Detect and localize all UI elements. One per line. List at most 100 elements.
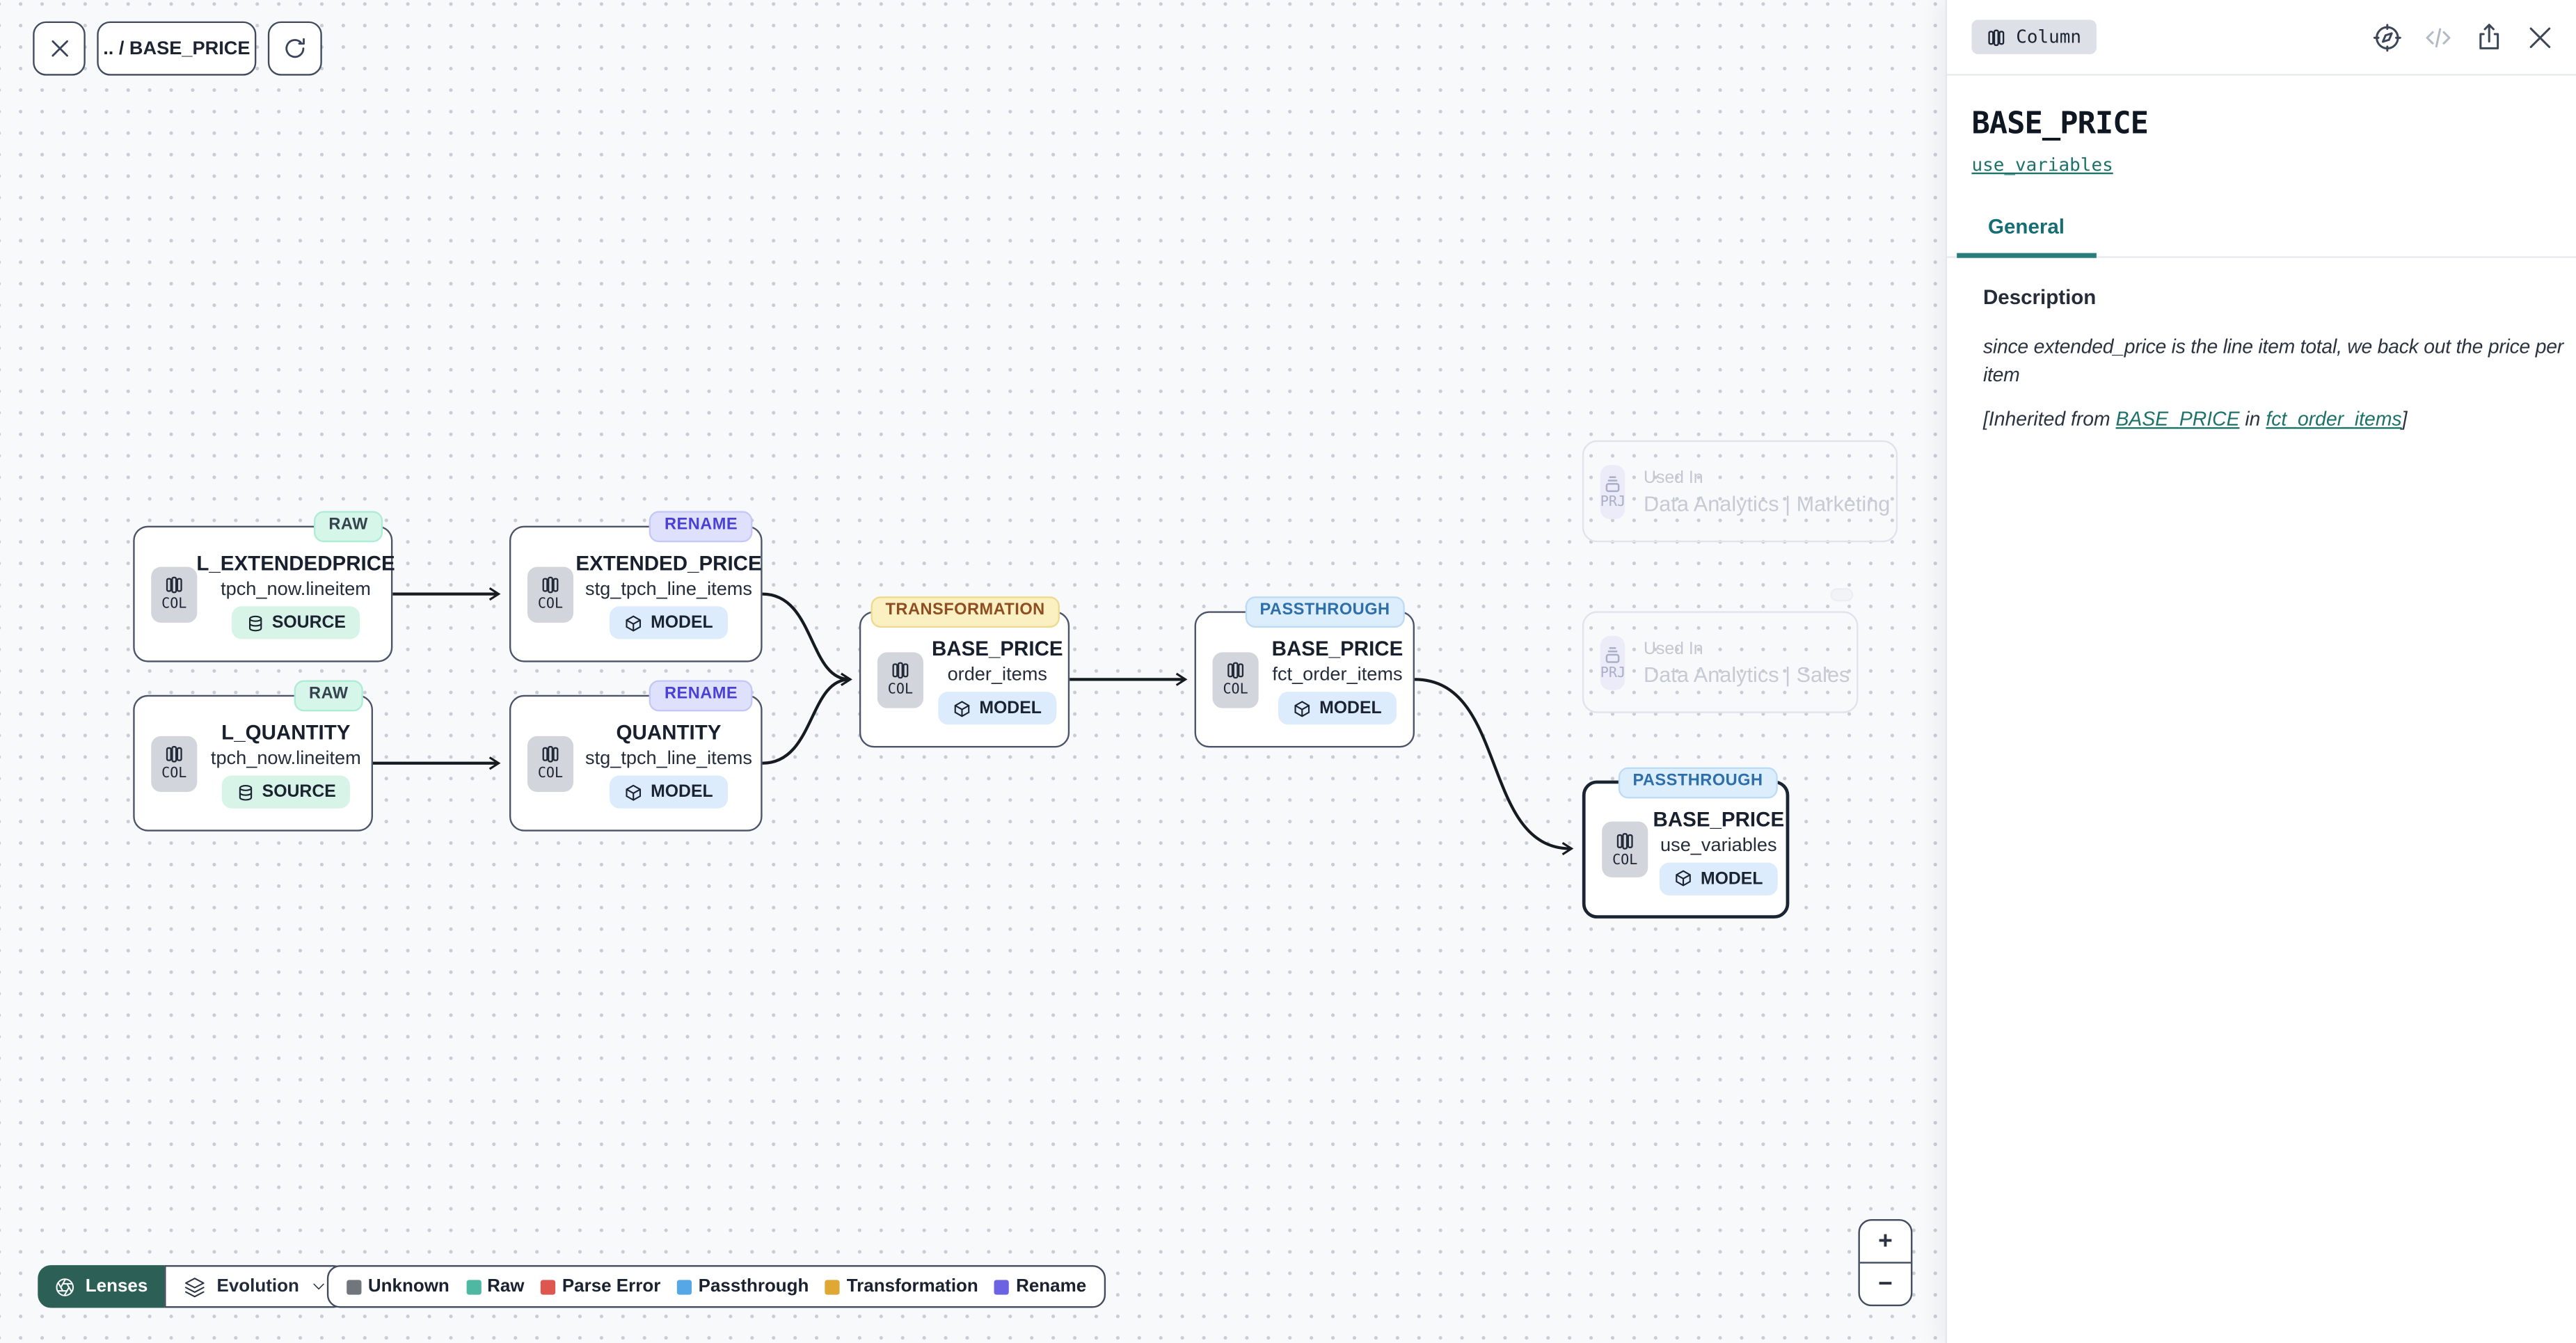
close-icon [51, 40, 67, 57]
column-type-label: COL [537, 596, 564, 613]
chip-label: MODEL [651, 781, 713, 802]
node-subtitle: stg_tpch_line_items [585, 580, 753, 600]
cube-icon [1676, 870, 1691, 887]
lineage-node[interactable]: PASSTHROUGH COL BASE_PRICE fct_order_ite… [1194, 596, 1415, 748]
evolution-badge: RAW [294, 680, 363, 712]
columns-icon [542, 576, 559, 594]
ghost-badge [1830, 588, 1854, 602]
refresh-button[interactable] [267, 21, 322, 76]
project-type-box: PRJ [1600, 635, 1626, 690]
columns-icon [166, 576, 182, 594]
node-title: QUANTITY [616, 721, 722, 745]
zoom-in-button[interactable]: + [1859, 1221, 1911, 1264]
database-icon [248, 614, 262, 631]
compass-icon [2373, 23, 2401, 51]
node-title: BASE_PRICE [1271, 637, 1404, 661]
columns-icon [892, 662, 909, 679]
chip-label: MODEL [1700, 868, 1763, 889]
columns-icon [1616, 832, 1633, 849]
chip-label: MODEL [979, 698, 1042, 718]
model-chip: MODEL [1659, 861, 1778, 895]
close-panel-button[interactable] [2525, 22, 2555, 52]
lens-selected-label: Evolution [216, 1276, 299, 1296]
evolution-legend: Unknown Raw Parse Error Passthrough Tran… [326, 1265, 1106, 1308]
cube-icon [626, 784, 642, 800]
node-subtitle: use_variables [1660, 835, 1777, 856]
column-type-label: COL [887, 681, 914, 699]
legend-item: Unknown [347, 1277, 450, 1296]
lineage-node[interactable]: RENAME COL QUANTITY stg_tpch_line_items … [509, 680, 763, 832]
archive-icon [1606, 475, 1620, 491]
cube-icon [954, 700, 970, 717]
breadcrumb[interactable]: .. / BASE_PRICE [97, 21, 257, 76]
evolution-badge: PASSTHROUGH [1618, 767, 1778, 799]
legend-swatch-unknown [347, 1279, 362, 1294]
compass-button[interactable] [2373, 22, 2403, 52]
close-icon [2529, 26, 2551, 47]
source-chip: SOURCE [230, 606, 361, 639]
node-title: EXTENDED_PRICE [575, 552, 762, 575]
share-button[interactable] [2474, 22, 2504, 52]
edge [762, 672, 852, 765]
refresh-icon [285, 38, 305, 58]
used-in-label: Used In [1644, 638, 1703, 658]
model-chip: MODEL [938, 692, 1057, 725]
panel-content: Description since extended_price is the … [1947, 258, 2576, 430]
zoom-controls: + − [1858, 1219, 1913, 1307]
lineage-node[interactable]: RAW COL L_EXTENDEDPRICE tpch_now.lineite… [133, 511, 395, 662]
model-link[interactable]: use_variables [1971, 154, 2113, 176]
column-type-label: COL [1223, 681, 1248, 699]
legend-swatch-parse-error [541, 1279, 556, 1294]
evolution-badge: TRANSFORMATION [870, 596, 1060, 628]
node-title: L_EXTENDEDPRICE [196, 552, 395, 575]
model-chip: MODEL [610, 606, 728, 639]
lens-select[interactable]: Evolution [164, 1265, 347, 1308]
used-in-name: Data Analytics | Marketing [1644, 490, 1891, 516]
tab-general[interactable]: General [1957, 215, 2096, 258]
lineage-node[interactable]: RAW COL L_QUANTITY tpch_now.lineitem SOU… [133, 680, 373, 832]
node-title: BASE_PRICE [931, 637, 1063, 661]
lenses-button[interactable]: Lenses [38, 1265, 164, 1308]
archive-icon [1606, 646, 1620, 662]
database-icon [238, 784, 252, 800]
column-type-box: COL [1212, 651, 1259, 708]
cube-icon [1294, 700, 1310, 717]
column-type-label: COL [537, 765, 564, 782]
edge [762, 592, 852, 686]
chip-label: MODEL [1319, 698, 1382, 718]
inherited-model-link[interactable]: fct_order_items [2266, 407, 2402, 431]
lineage-node[interactable]: TRANSFORMATION COL BASE_PRICE order_item… [859, 596, 1070, 748]
column-type-label: COL [1612, 852, 1638, 868]
legend-item: Rename [994, 1277, 1086, 1296]
node-subtitle: tpch_now.lineitem [221, 580, 371, 600]
column-type-box: COL [1602, 821, 1648, 877]
edge [1414, 678, 1574, 856]
columns-icon [1227, 662, 1244, 679]
lineage-node-selected[interactable]: PASSTHROUGH COL BASE_PRICE use_variables… [1582, 767, 1790, 919]
legend-item: Parse Error [541, 1277, 660, 1296]
node-title: BASE_PRICE [1653, 807, 1785, 831]
used-in-node[interactable]: PRJ Used In Data Analytics | Marketing [1582, 440, 1898, 543]
lenses-control: Lenses Evolution [38, 1265, 347, 1308]
column-type-box: COL [527, 566, 574, 622]
legend-item: Transformation [825, 1277, 978, 1296]
column-type-label: COL [161, 596, 187, 613]
inherited-note: [Inherited from BASE_PRICE in fct_order_… [1982, 407, 2408, 431]
used-in-node[interactable]: PRJ Used In Data Analytics | Sales [1582, 611, 1859, 713]
node-subtitle: tpch_now.lineitem [210, 749, 361, 770]
panel-header: Column [1947, 0, 2576, 76]
legend-swatch-raw [466, 1279, 481, 1294]
chip-label: MODEL [651, 612, 713, 633]
lineage-node[interactable]: RENAME COL EXTENDED_PRICE stg_tpch_line_… [509, 511, 763, 662]
breadcrumb-label: .. / BASE_PRICE [103, 38, 251, 58]
close-lineage-button[interactable] [33, 21, 86, 76]
legend-item: Passthrough [676, 1277, 809, 1296]
inherited-column-link[interactable]: BASE_PRICE [2115, 407, 2240, 431]
zoom-out-button[interactable]: − [1878, 1270, 1893, 1298]
legend-item: Raw [466, 1277, 525, 1296]
column-type-box: COL [151, 735, 198, 791]
chip-label: SOURCE [271, 612, 346, 633]
entity-type-chip: Column [1971, 19, 2097, 54]
description-heading: Description [1982, 285, 2097, 309]
